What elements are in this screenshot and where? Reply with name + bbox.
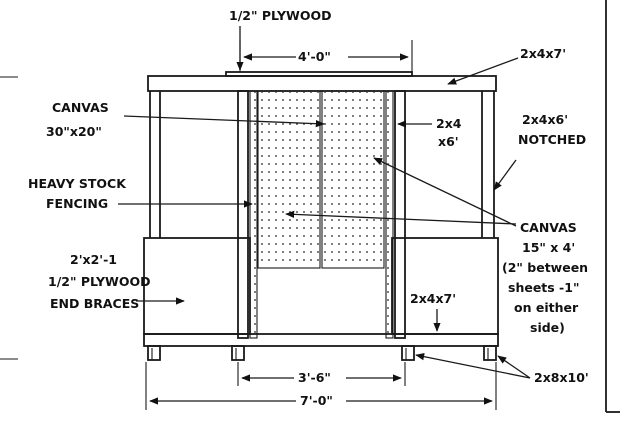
canvas-big-label-3: (2" between (502, 260, 588, 275)
stud-label-1: 2x4 (436, 116, 462, 131)
top-rail-leader (447, 57, 519, 85)
left-inner-stud (237, 90, 249, 339)
right-inner-stud (394, 90, 406, 339)
base-leader-2 (497, 355, 531, 379)
right-fencing-dots (387, 91, 392, 338)
brace-label-1: 2'x2'-1 (70, 252, 117, 267)
canvas-big-label-2: 15" x 4' (522, 240, 575, 255)
fencing-label-1: HEAVY STOCK (28, 176, 127, 191)
dim-overall-label: 7'-0" (300, 393, 333, 408)
canvas-small-label-2: 30"x20" (46, 124, 102, 139)
base-block-4 (483, 345, 497, 361)
canvas-panel-right (321, 90, 385, 269)
notched-label-1: 2x4x6' (522, 112, 568, 127)
plywood-top-label: 1/2" PLYWOOD (229, 8, 331, 23)
fencing-label-2: FENCING (46, 196, 108, 211)
bottom-rail (143, 333, 499, 347)
dim-inner-label: 3'-6" (298, 370, 331, 385)
stud-label-2: x6' (438, 134, 459, 149)
dim-4ft-label: 4'-0" (298, 49, 331, 64)
canvas-small-label-1: CANVAS (52, 100, 109, 115)
canvas-panel-right-dots (323, 92, 383, 267)
notched-label-2: NOTCHED (518, 132, 586, 147)
base-leader-1 (415, 353, 531, 379)
canvas-big-label-4: sheets -1" (508, 280, 579, 295)
canvas-big-leader-1 (285, 210, 517, 225)
canvas-big-label-6: side) (530, 320, 565, 335)
base-label: 2x8x10' (534, 370, 589, 385)
base-block-3 (401, 345, 415, 361)
canvas-panel-left-dots (259, 92, 319, 267)
base-block-1 (147, 345, 161, 361)
canvas-panel-left (257, 90, 321, 269)
top-rail-label: 2x4x7' (520, 46, 566, 61)
left-fencing-dots (251, 91, 256, 338)
canvas-big-label-1: CANVAS (520, 220, 577, 235)
canvas-small-leader (123, 115, 325, 128)
right-end-brace (391, 237, 499, 335)
canvas-big-leader-2 (373, 157, 517, 227)
canvas-big-label-5: on either (514, 300, 579, 315)
bottom-rail-label: 2x4x7' (410, 291, 456, 306)
notched-leader (493, 159, 517, 191)
top-rail (147, 75, 497, 92)
brace-label-3: END BRACES (50, 296, 139, 311)
base-block-2 (231, 345, 245, 361)
brace-label-2: 1/2" PLYWOOD (48, 274, 150, 289)
left-end-brace (143, 237, 251, 335)
